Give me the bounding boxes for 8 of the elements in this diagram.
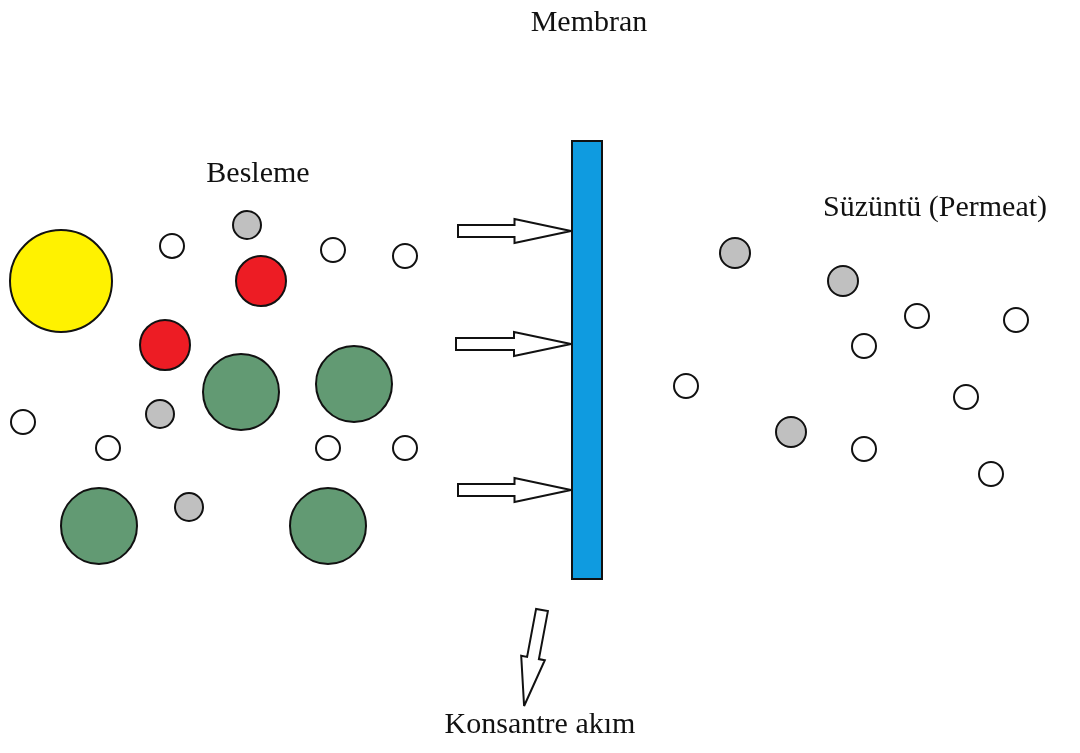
- feed-label: Besleme: [206, 155, 310, 188]
- arrow: [520, 607, 550, 707]
- membrane-title: Membran: [530, 4, 648, 37]
- arrow: [457, 217, 572, 245]
- arrow: [457, 476, 572, 504]
- permeate-label: Süzüntü (Permeat): [822, 189, 1048, 222]
- concentrate-label: Konsantre akım: [444, 706, 636, 739]
- arrow: [455, 330, 572, 358]
